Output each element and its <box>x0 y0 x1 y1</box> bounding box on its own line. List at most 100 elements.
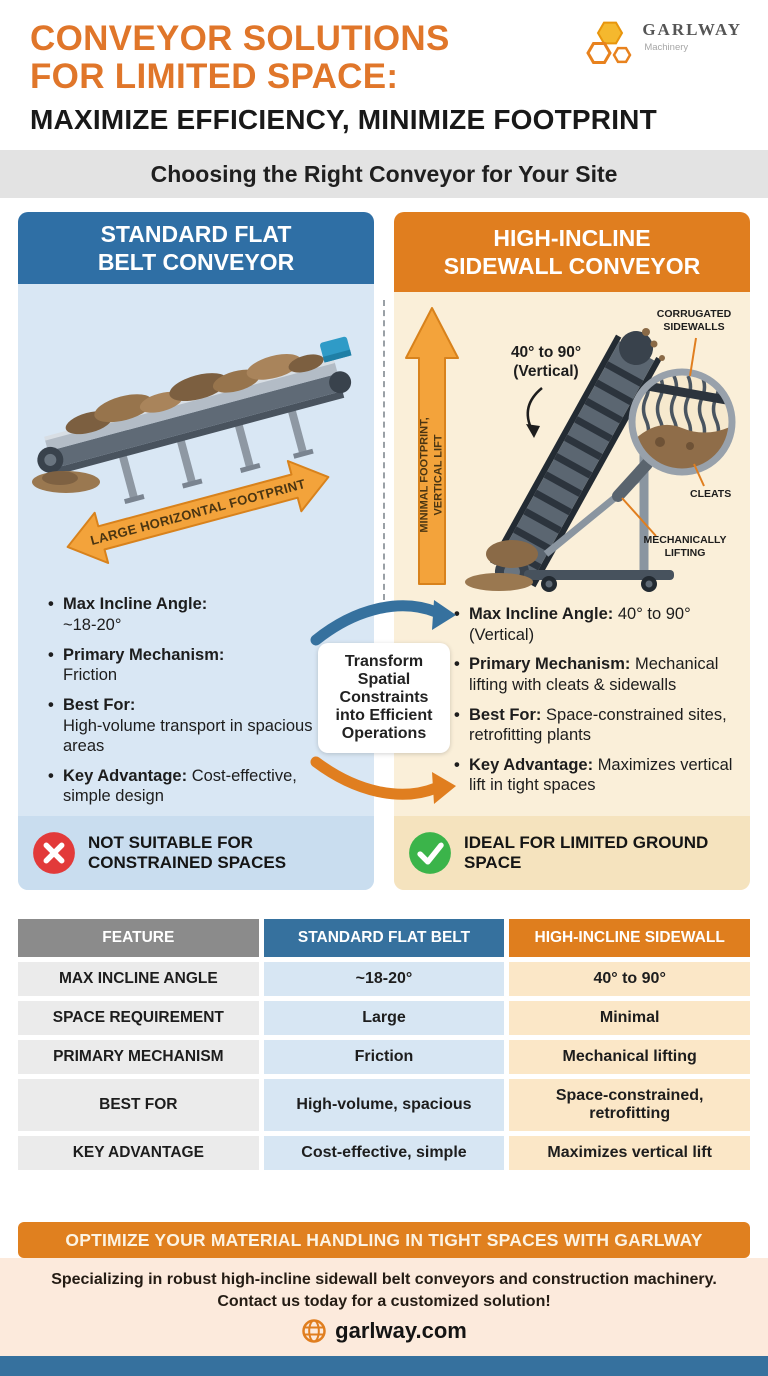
bullet-max-incline: Max Incline Angle: ~18-20° <box>48 594 336 635</box>
left-verdict-text: NOT SUITABLE FOR CONSTRAINED SPACES <box>88 832 287 872</box>
bullet-text: Maximizes vertical lift in tight spaces <box>469 755 733 795</box>
right-card-header: HIGH-INCLINE SIDEWALL CONVEYOR <box>394 212 750 292</box>
page-title-line1: CONVEYOR SOLUTIONS <box>30 19 450 58</box>
bullet-label: Primary Mechanism: <box>469 655 631 674</box>
cell-feature: BEST FOR <box>18 1079 259 1131</box>
vertical-lift-label: MINIMAL FOOTPRINT, VERTICAL LIFT <box>418 417 444 533</box>
page-title-line2: FOR LIMITED SPACE: <box>30 57 399 96</box>
right-card-bullets: Max Incline Angle: 40° to 90° (Vertical)… <box>394 592 750 816</box>
bullet-best-for: Best For: Space-constrained sites, retro… <box>454 705 738 746</box>
cell-right: Maximizes vertical lift <box>509 1136 750 1170</box>
magnifier-icon <box>628 368 736 476</box>
cell-left: ~18-20° <box>263 962 505 996</box>
flat-conveyor-illustration: LARGE HORIZONTAL FOOTPRINT <box>18 284 374 584</box>
bullet-key-advantage: Key Advantage: Cost-effective, simple de… <box>48 766 336 807</box>
section-title-band: Choosing the Right Conveyor for Your Sit… <box>0 150 768 198</box>
cta-banner: OPTIMIZE YOUR MATERIAL HANDLING IN TIGHT… <box>18 1222 750 1258</box>
incline-conveyor-illustration: MINIMAL FOOTPRINT, VERTICAL LIFT 40° to … <box>394 292 750 592</box>
logo-tagline: Machinery <box>644 42 689 53</box>
high-incline-sidewall-card: HIGH-INCLINE SIDEWALL CONVEYOR <box>394 212 750 890</box>
magnifier-detail <box>635 375 729 469</box>
incline-angle-label: 40° to 90° (Vertical) <box>510 344 582 380</box>
table-row: PRIMARY MECHANISM Friction Mechanical li… <box>18 1040 750 1074</box>
vertical-lift-arrow <box>405 307 459 585</box>
bullet-text: Cost-effective, simple design <box>63 766 297 806</box>
cell-left: Friction <box>263 1040 505 1074</box>
horizontal-footprint-arrow <box>66 460 330 565</box>
right-verdict-text: IDEAL FOR LIMITED GROUND SPACE <box>464 832 709 872</box>
logo-hexagons-icon <box>586 21 632 64</box>
bullet-label: Primary Mechanism: <box>63 645 225 664</box>
right-card-body: MINIMAL FOOTPRINT, VERTICAL LIFT 40° to … <box>394 292 750 890</box>
cell-feature: KEY ADVANTAGE <box>18 1136 259 1170</box>
cell-left: Large <box>263 1001 505 1035</box>
logo: GARLWAY Machinery <box>586 20 742 66</box>
right-card-title-line2: SIDEWALL CONVEYOR <box>443 253 701 279</box>
table-row: SPACE REQUIREMENT Large Minimal <box>18 1001 750 1035</box>
bullet-label: Key Advantage: <box>469 755 594 774</box>
page-subtitle: MAXIMIZE EFFICIENCY, MINIMIZE FOOTPRINT <box>30 104 657 135</box>
bullet-text: 40° to 90° (Vertical) <box>469 605 691 644</box>
standard-flat-belt-card: STANDARD FLAT BELT CONVEYOR <box>18 212 374 890</box>
bullet-label: Best For: <box>469 705 542 724</box>
bullet-text: Mechanical lifting with cleats & sidewal… <box>469 655 719 694</box>
cell-feature: MAX INCLINE ANGLE <box>18 962 259 996</box>
bullet-max-incline: Max Incline Angle: 40° to 90° (Vertical) <box>454 604 738 645</box>
right-card-title-line1: HIGH-INCLINE <box>493 224 651 251</box>
callout-corrugated-sidewalls: CORRUGATED SIDEWALLS <box>656 308 732 334</box>
flat-conveyor-icon <box>32 337 352 565</box>
table-header-row: FEATURE STANDARD FLAT BELT HIGH-INCLINE … <box>18 919 750 957</box>
website-row: garlway.com <box>0 1318 768 1344</box>
cell-right: Space-constrained, retrofitting <box>509 1079 750 1131</box>
bullet-label: Best For: <box>63 695 136 714</box>
website-link[interactable]: garlway.com <box>335 1318 467 1344</box>
cell-feature: PRIMARY MECHANISM <box>18 1040 259 1074</box>
table-row: BEST FOR High-volume, spacious Space-con… <box>18 1079 750 1131</box>
left-card-bullets: Max Incline Angle: ~18-20° Primary Mecha… <box>18 584 374 816</box>
magnifier-handle <box>612 458 653 502</box>
cell-right: Mechanical lifting <box>509 1040 750 1074</box>
dashed-divider <box>383 300 385 600</box>
cell-left: High-volume, spacious <box>263 1079 505 1131</box>
bullet-label: Key Advantage: <box>63 766 188 785</box>
left-card-body: LARGE HORIZONTAL FOOTPRINT Max Incline A… <box>18 284 374 890</box>
table-row: KEY ADVANTAGE Cost-effective, simple Max… <box>18 1136 750 1170</box>
table-row: MAX INCLINE ANGLE ~18-20° 40° to 90° <box>18 962 750 996</box>
comparison-table-section: FEATURE STANDARD FLAT BELT HIGH-INCLINE … <box>0 890 768 1175</box>
header-sidewall: HIGH-INCLINE SIDEWALL <box>509 919 750 957</box>
bullet-label: Max Incline Angle: <box>63 595 208 614</box>
left-card-title-line1: STANDARD FLAT <box>100 221 292 248</box>
section-title: Choosing the Right Conveyor for Your Sit… <box>150 160 618 187</box>
check-icon <box>409 832 451 874</box>
bullet-label: Max Incline Angle: <box>469 605 614 623</box>
callout-cleats: CLEATS <box>690 488 732 500</box>
bullet-text: Friction <box>63 666 118 685</box>
right-card-verdict: IDEAL FOR LIMITED GROUND SPACE <box>394 816 750 890</box>
left-card-title-line2: BELT CONVEYOR <box>97 249 295 276</box>
transform-note: Transform Spatial Constraints into Effic… <box>318 643 450 753</box>
transform-arrow-blue-icon <box>310 600 456 646</box>
bullet-key-advantage: Key Advantage: Maximizes vertical lift i… <box>454 755 738 796</box>
cross-icon <box>33 832 75 874</box>
bullet-best-for: Best For: High-volume transport in spaci… <box>48 695 336 757</box>
logo-text: GARLWAY Machinery <box>642 20 742 53</box>
footer: Specializing in robust high-incline side… <box>0 1258 768 1356</box>
comparison-table: FEATURE STANDARD FLAT BELT HIGH-INCLINE … <box>13 914 755 1175</box>
transform-arrow-orange-icon <box>310 756 456 804</box>
comparison-cards: STANDARD FLAT BELT CONVEYOR <box>0 198 768 890</box>
callout-mechanically-lifting: MECHANICALLY LIFTING <box>643 534 727 560</box>
bullet-primary-mechanism: Primary Mechanism: Friction <box>48 645 336 686</box>
bullet-text: ~18-20° <box>63 616 122 634</box>
footer-blurb: Specializing in robust high-incline side… <box>51 1271 717 1310</box>
header-flat-belt: STANDARD FLAT BELT <box>263 919 505 957</box>
cell-right: 40° to 90° <box>509 962 750 996</box>
cell-right: Minimal <box>509 1001 750 1035</box>
header: CONVEYOR SOLUTIONS FOR LIMITED SPACE: MA… <box>0 0 768 150</box>
bullet-text: Space-constrained sites, retrofitting pl… <box>469 705 727 745</box>
cell-feature: SPACE REQUIREMENT <box>18 1001 259 1035</box>
cta-banner-text: OPTIMIZE YOUR MATERIAL HANDLING IN TIGHT… <box>65 1229 703 1250</box>
logo-name: GARLWAY <box>642 20 742 39</box>
bullet-primary-mechanism: Primary Mechanism: Mechanical lifting wi… <box>454 654 738 695</box>
left-card-header: STANDARD FLAT BELT CONVEYOR <box>18 212 374 285</box>
